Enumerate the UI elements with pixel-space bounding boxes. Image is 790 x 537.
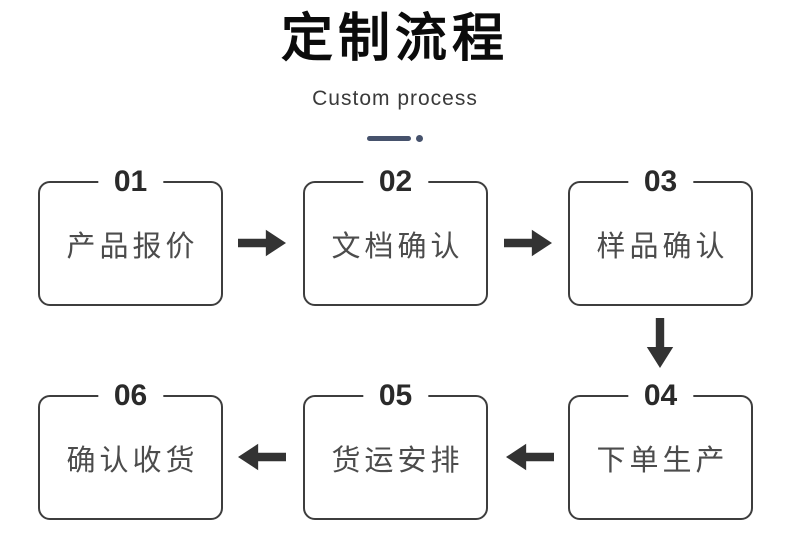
flow-step-order-production: 04 下单生产 <box>568 380 753 520</box>
flow-step-product-quote: 01 产品报价 <box>38 166 223 306</box>
arrow-right-icon <box>238 229 286 257</box>
arrow-right-icon <box>504 229 552 257</box>
arrow-left-icon <box>238 443 286 471</box>
page-subtitle: Custom process <box>312 87 478 110</box>
step-number: 03 <box>627 166 694 198</box>
flow-step-document-confirm: 02 文档确认 <box>303 166 488 306</box>
step-label: 下单生产 <box>596 444 729 477</box>
step-number: 01 <box>97 166 164 198</box>
flow-step-shipping-arrangement: 05 货运安排 <box>303 380 488 520</box>
flow-step-sample-confirm: 03 样品确认 <box>568 166 753 306</box>
flow-step-confirm-receipt: 06 确认收货 <box>38 380 223 520</box>
divider-bar <box>367 136 411 141</box>
step-label: 样品确认 <box>596 230 729 263</box>
arrow-down-icon <box>646 318 674 368</box>
title-divider <box>0 135 790 142</box>
step-number: 02 <box>362 166 429 198</box>
step-label: 文档确认 <box>331 230 464 263</box>
step-label: 货运安排 <box>331 444 464 477</box>
step-number: 04 <box>627 380 694 412</box>
step-label: 产品报价 <box>66 230 199 263</box>
step-label: 确认收货 <box>66 444 199 477</box>
arrow-left-icon <box>506 443 554 471</box>
divider-dot <box>416 135 423 142</box>
page-title: 定制流程 <box>280 10 509 68</box>
step-number: 05 <box>362 380 429 412</box>
step-number: 06 <box>97 380 164 412</box>
